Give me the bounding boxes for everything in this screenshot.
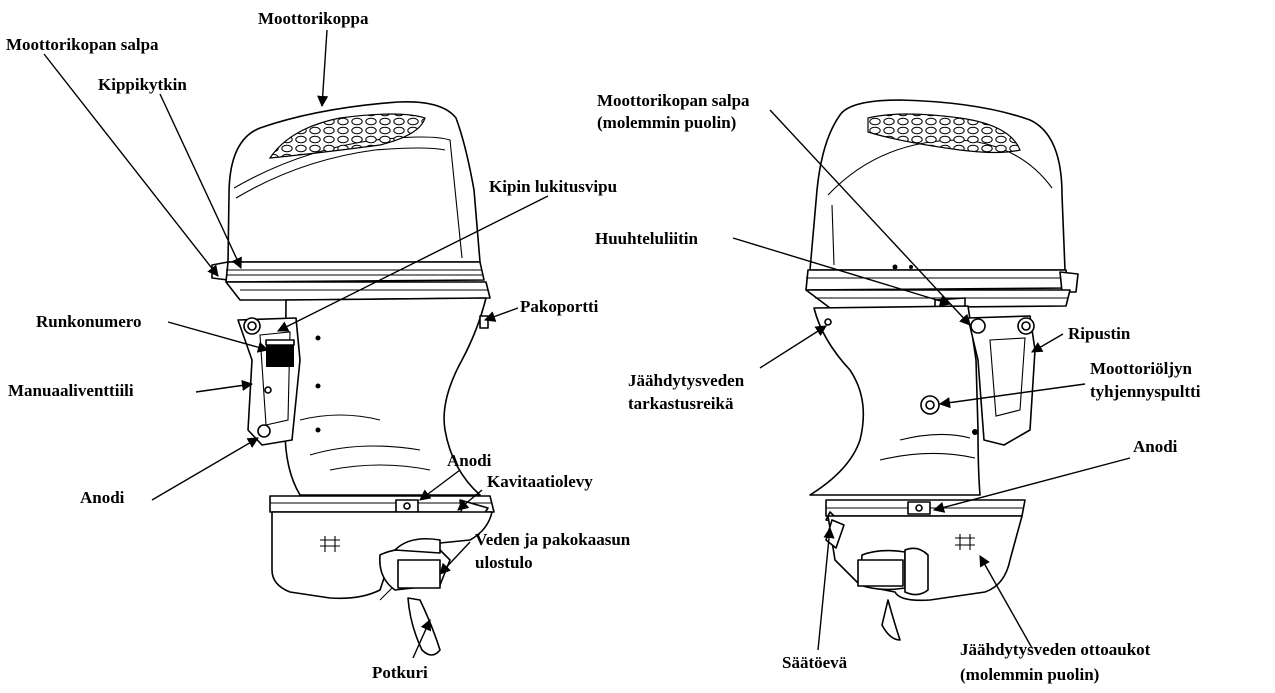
left-motor-illustration (212, 102, 494, 655)
label-anode-center: Anodi (447, 451, 492, 470)
left-clamp-bracket (238, 318, 300, 445)
right-midsection (810, 306, 980, 495)
label-cooling-check-2: tarkastusreikä (628, 394, 734, 413)
label-hanger: Ripustin (1068, 324, 1131, 343)
label-cooling-check-1: Jäähdytysveden (628, 371, 745, 390)
left-serial-plate (266, 345, 294, 367)
label-tilt-lock: Kipin lukitusvipu (489, 177, 617, 196)
label-water-intake-2: (molemmin puolin) (960, 665, 1099, 684)
left-propeller (380, 539, 450, 655)
label-manual-valve: Manuaaliventtiili (8, 381, 134, 400)
label-cowl-latch-left: Moottorikopan salpa (6, 35, 159, 54)
label-anode-left: Anodi (80, 488, 125, 507)
label-flush-connector: Huuhteluliitin (595, 229, 699, 248)
label-oil-drain-1: Moottoriöljyn (1090, 359, 1193, 378)
label-tilt-switch: Kippikytkin (98, 75, 187, 94)
label-anode-right: Anodi (1133, 437, 1178, 456)
label-cavitation-plate: Kavitaatiolevy (487, 472, 593, 491)
label-serial-number: Runkonumero (36, 312, 142, 331)
right-motor-illustration (806, 100, 1078, 640)
label-propeller: Potkuri (372, 663, 428, 682)
left-exhaust-port (480, 316, 488, 328)
label-exhaust-port: Pakoportti (520, 297, 599, 316)
label-trim-tab: Säätöevä (782, 653, 848, 672)
label-water-exhaust-outlet-1: Veden ja pakokaasun (475, 530, 631, 549)
label-oil-drain-2: tyhjennyspultti (1090, 382, 1201, 401)
label-cowl: Moottorikoppa (258, 9, 369, 28)
right-propeller (858, 548, 928, 640)
label-cowl-latch-right-1: Moottorikopan salpa (597, 91, 750, 110)
label-water-exhaust-outlet-2: ulostulo (475, 553, 533, 572)
label-water-intake-1: Jäähdytysveden ottoaukot (960, 640, 1151, 659)
label-cowl-latch-right-2: (molemmin puolin) (597, 113, 736, 132)
